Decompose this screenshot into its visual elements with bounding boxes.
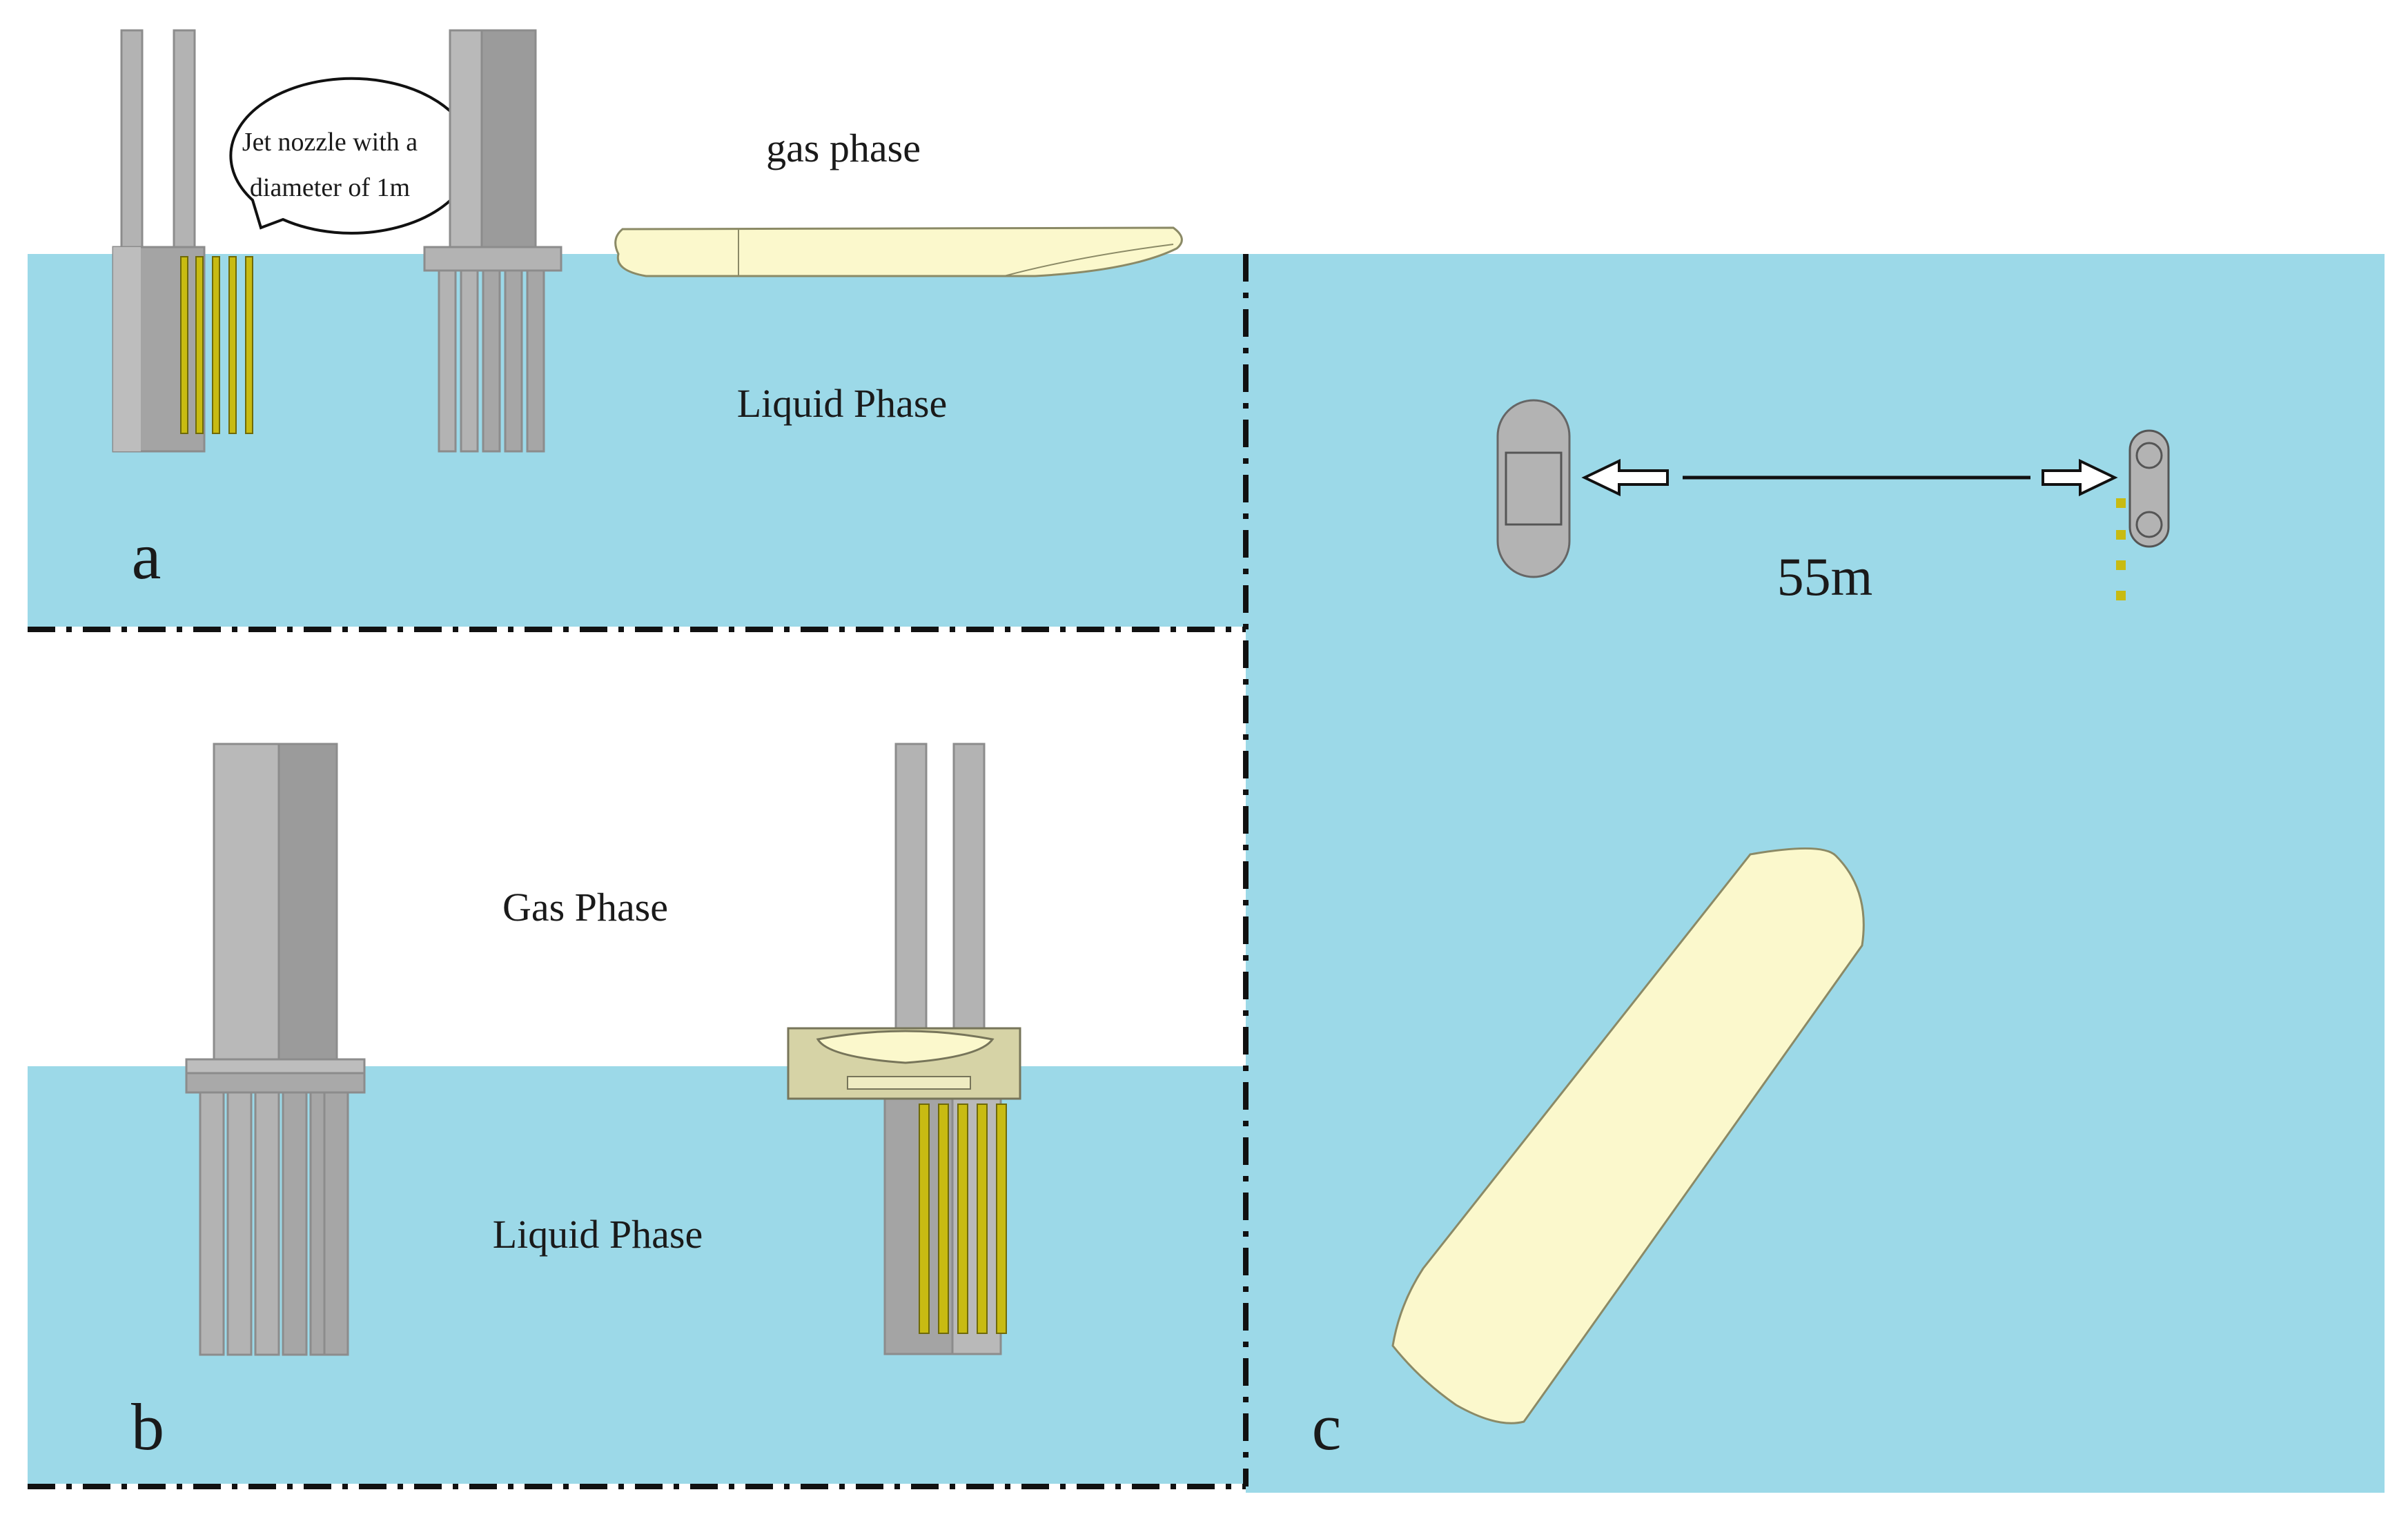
tower-right (277, 743, 338, 1064)
jet-nozzle (957, 1104, 968, 1334)
panel-c-letter: c (1312, 1390, 1342, 1464)
panel-a-letter: a (132, 519, 161, 593)
jet-pier-column (2135, 511, 2163, 538)
panel-c: 55m c (1246, 254, 2385, 1493)
panel-dividers (28, 254, 1249, 1489)
tower-left (449, 29, 483, 251)
callout-line-2: diameter of 1m (250, 173, 410, 202)
panel-b: Gas Phase Liquid Phase b (28, 743, 1246, 1484)
jet-nozzle (977, 1104, 988, 1334)
jet-nozzle (938, 1104, 949, 1334)
jet-nozzle-plan (2116, 591, 2126, 600)
pile (226, 1091, 253, 1356)
pile (482, 269, 501, 453)
panel-a-liquid-label: Liquid Phase (737, 381, 947, 426)
ship-bow-band (847, 1076, 971, 1090)
pier-cap-top (185, 1058, 366, 1075)
jet-nozzle (195, 256, 204, 434)
pile (199, 1091, 225, 1356)
panel-b-jet-pier (787, 743, 1021, 1355)
pier-column (120, 29, 144, 254)
panel-a-water (28, 254, 1246, 627)
panel-a-ship (614, 226, 1183, 277)
pier-cap (423, 246, 562, 272)
arrow-right-icon (2042, 458, 2118, 497)
jet-nozzle-callout: Jet nozzle with a diameter of 1m (229, 77, 474, 235)
ship-hull (614, 226, 1183, 277)
jet-nozzle (228, 256, 237, 434)
jet-nozzle-plan (2116, 498, 2126, 508)
pier-column (173, 29, 196, 254)
panel-a-gas-label: gas phase (766, 126, 921, 170)
ship-hull-line (1004, 244, 1174, 277)
distance-label: 55m (1777, 547, 1873, 607)
panel-b-gas-label: Gas Phase (502, 885, 668, 930)
panel-b-liquid-label: Liquid Phase (493, 1212, 703, 1257)
pile (504, 269, 523, 453)
pier-block-side (113, 247, 141, 451)
pile (323, 1091, 349, 1356)
callout-line-1: Jet nozzle with a (242, 128, 418, 157)
distance-indicator: 55m (1581, 458, 2118, 607)
panel-a-jet-pier (112, 29, 253, 453)
arrow-left-icon (1581, 458, 1669, 497)
panel-b-letter: b (131, 1390, 164, 1464)
panel-a: Jet nozzle with a diameter of 1m gas pha… (28, 29, 1246, 627)
pile (254, 1091, 280, 1356)
jet-pier-column (2135, 442, 2163, 469)
jet-nozzle (919, 1104, 930, 1334)
ship-bow-deck (816, 1030, 995, 1064)
panel-b-tower-pier (185, 743, 366, 1356)
tower-left (213, 743, 280, 1064)
pier-cap (185, 1072, 366, 1094)
callout-bubble (229, 77, 474, 235)
pier-plan-square (1505, 451, 1563, 526)
jet-nozzle (180, 256, 188, 434)
panel-c-ship-plan (1391, 847, 1865, 1424)
jet-nozzle (212, 256, 220, 434)
tower-right (480, 29, 537, 251)
pile (460, 269, 479, 453)
jet-nozzle (245, 256, 253, 434)
panel-c-tower-pier-plan (1496, 399, 1571, 578)
pile (526, 269, 545, 453)
jet-nozzle-plan (2116, 530, 2126, 540)
pile (438, 269, 457, 453)
jet-nozzle-plan (2116, 560, 2126, 570)
jet-nozzle (996, 1104, 1007, 1334)
panel-a-tower-pier (423, 29, 562, 453)
pile (282, 1091, 308, 1356)
panel-c-jet-pier-plan (2116, 429, 2170, 600)
